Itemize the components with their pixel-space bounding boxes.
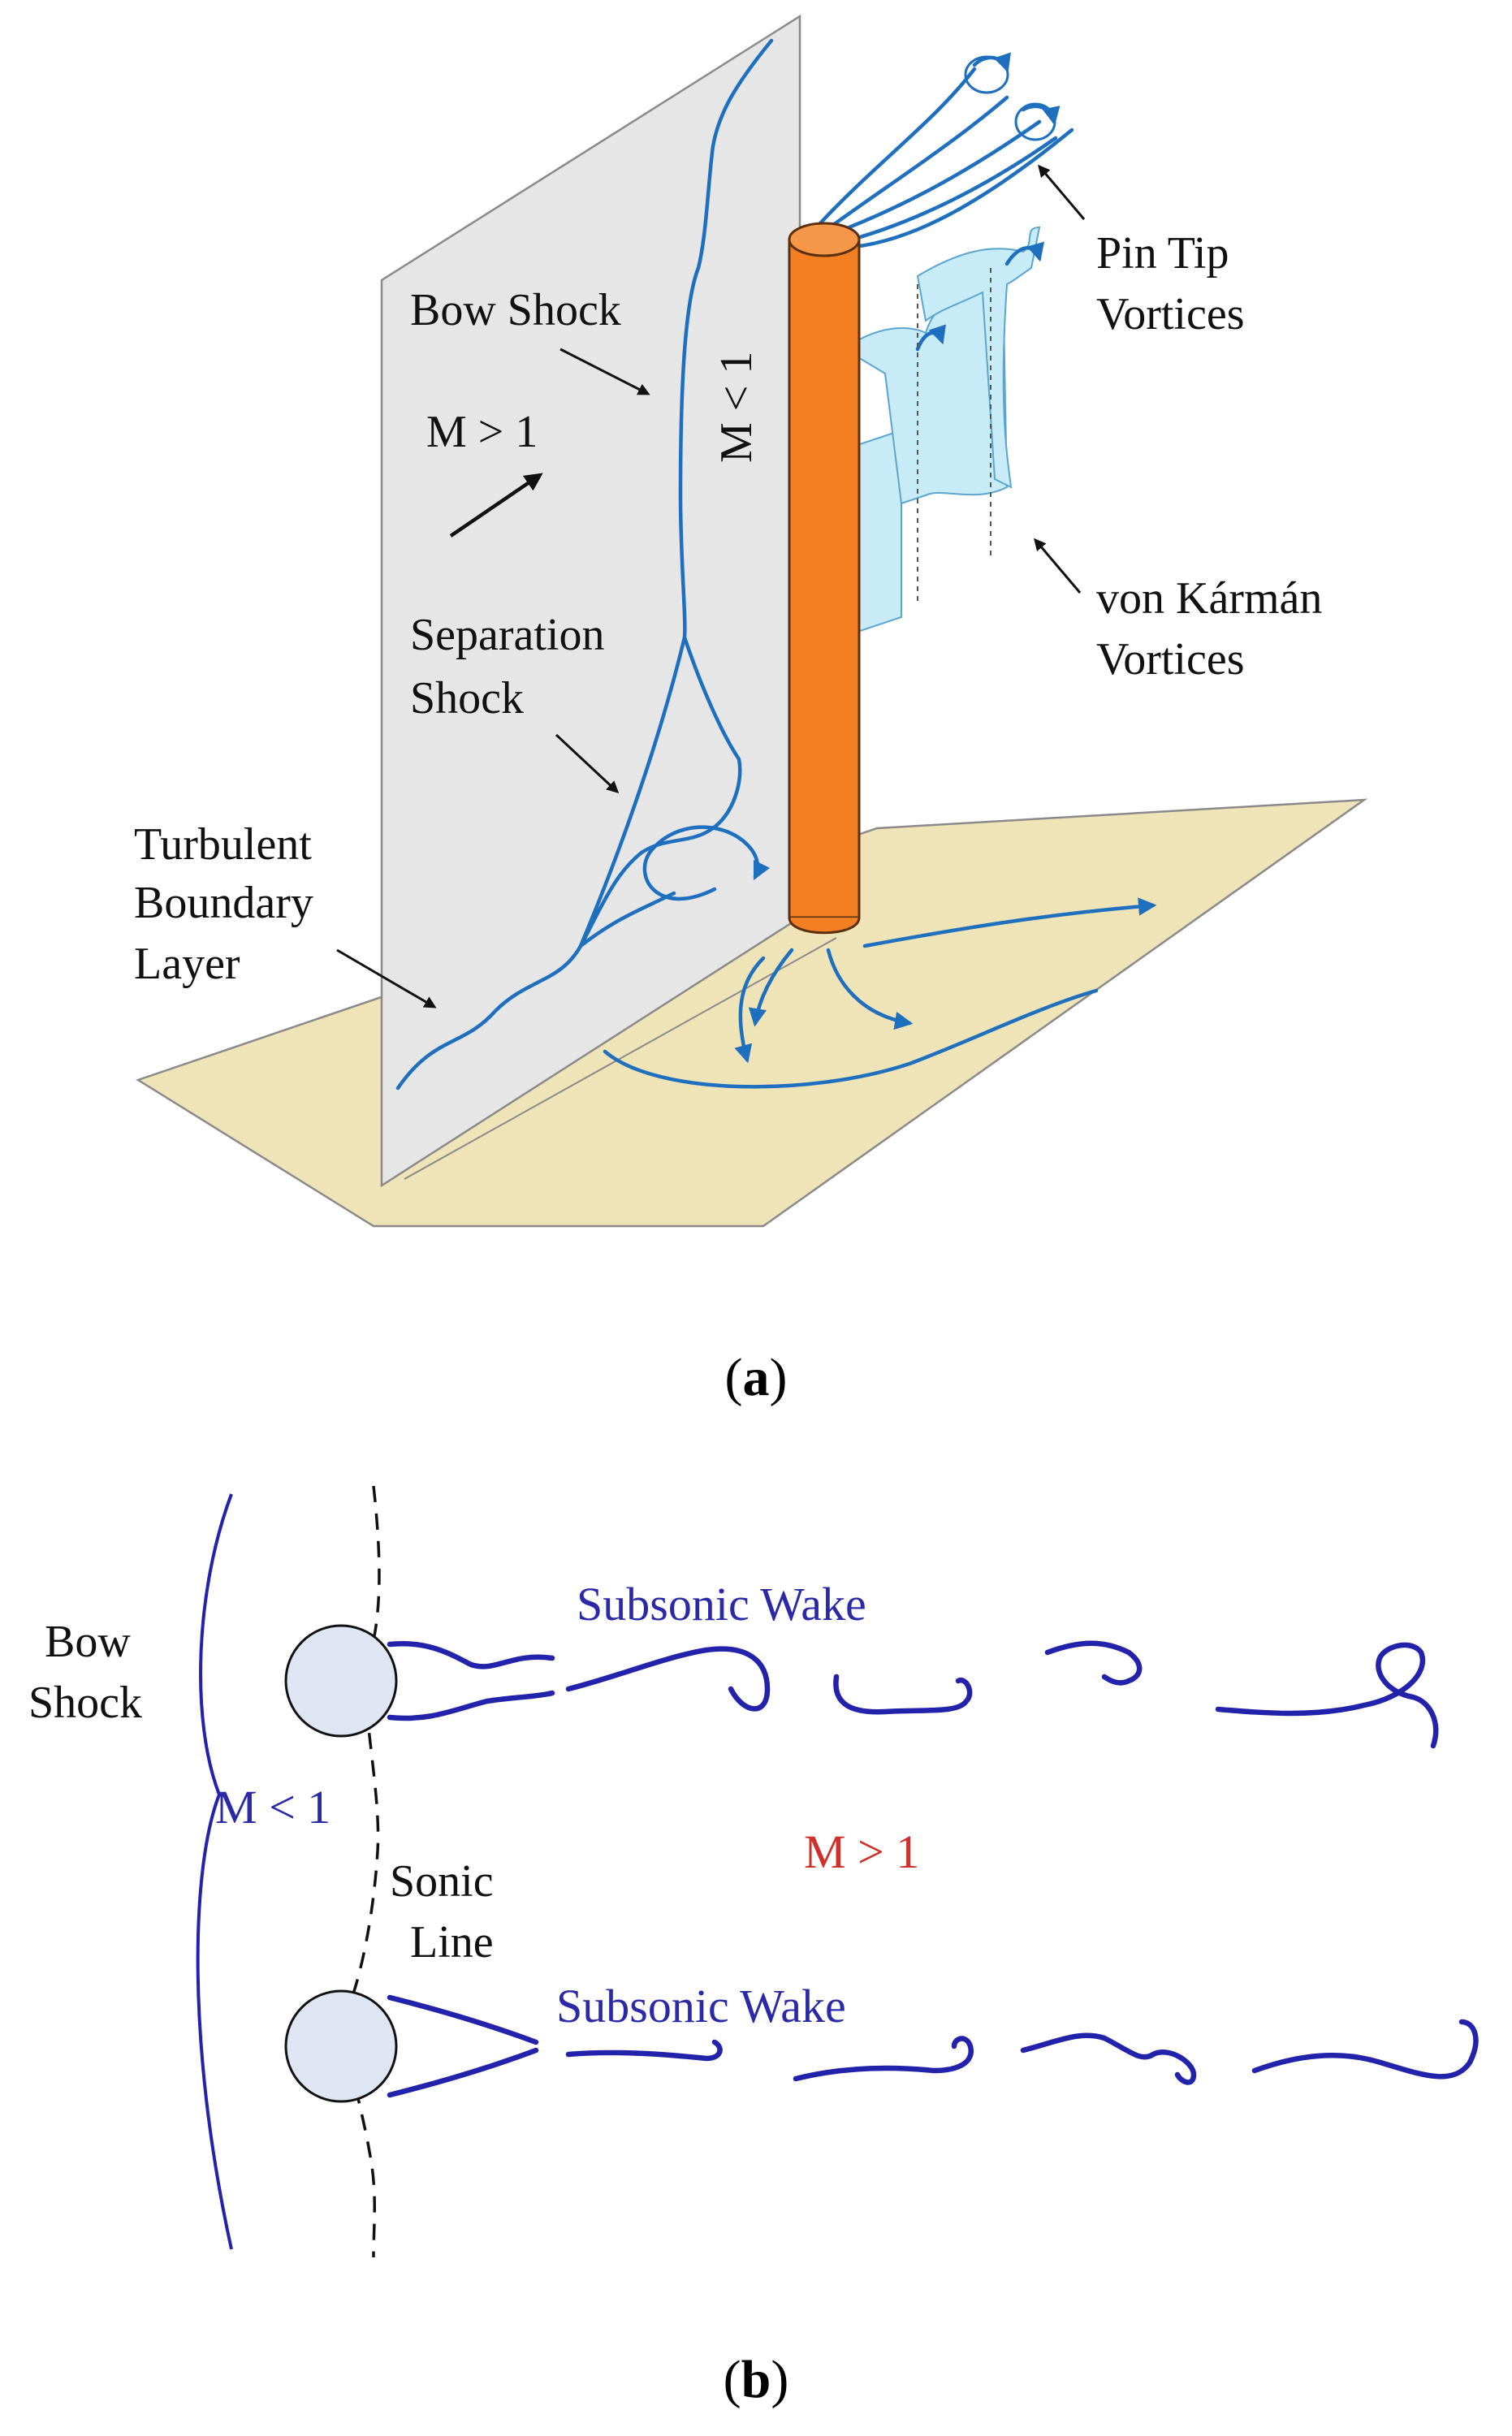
caption-b: (b) <box>724 2350 789 2409</box>
panel-a: Bow Shock M < 1 M > 1 Separation Shock T… <box>134 14 1368 1407</box>
vortex-sheet-top <box>916 226 1041 489</box>
label-pin-tip-2: Vortices <box>1096 289 1245 339</box>
label-mach-sub-a: M < 1 <box>711 352 762 463</box>
vortex-rotation-top <box>1004 241 1045 266</box>
label-bow-shock: Bow Shock <box>410 285 621 335</box>
label-von-karman-2: Vortices <box>1096 634 1245 685</box>
label-mach-super-a: M > 1 <box>426 407 538 457</box>
label-wake-top: Subsonic Wake <box>577 1578 866 1630</box>
wake-bottom <box>387 1994 1479 2098</box>
label-mach-super-b: M > 1 <box>804 1825 919 1878</box>
floor-flow-arrows <box>603 897 1157 1089</box>
label-wake-bottom: Subsonic Wake <box>556 1980 846 2032</box>
bow-shock-line <box>678 38 774 640</box>
label-pin-tip-1: Pin Tip <box>1096 228 1229 279</box>
label-sonic-1: Sonic <box>390 1856 494 1907</box>
sonic-line <box>345 1485 381 2258</box>
cylinder-bottom <box>284 1989 398 2103</box>
label-turbulent-1: Turbulent <box>134 819 312 870</box>
label-turbulent-3: Layer <box>134 939 240 989</box>
caption-a: (a) <box>725 1348 788 1407</box>
label-bow-b-1: Bow <box>45 1617 131 1667</box>
panel-b: Bow Shock M < 1 Sonic Line M > 1 Subsoni… <box>28 1485 1479 2409</box>
pointer-pin-tip <box>1038 164 1086 220</box>
free-stream-arrow <box>449 473 543 538</box>
cylinder-top <box>284 1624 398 1738</box>
label-von-karman-1: von Kármán <box>1096 573 1322 624</box>
label-separation-2: Shock <box>410 673 524 723</box>
pointer-bow-shock <box>559 348 650 395</box>
wake-top <box>387 1640 1439 1749</box>
pin <box>788 222 861 935</box>
pointer-separation <box>555 733 620 794</box>
pointer-turbulent <box>336 948 437 1009</box>
label-turbulent-2: Boundary <box>134 878 313 928</box>
vortex-rotation-mid <box>915 324 946 352</box>
boundary-layer-line <box>395 891 676 1091</box>
label-separation-1: Separation <box>410 610 604 660</box>
label-sonic-2: Line <box>410 1917 494 1967</box>
label-mach-sub-b: M < 1 <box>215 1781 330 1833</box>
pointer-von-karman <box>1034 538 1082 594</box>
floor-seam <box>404 937 837 1180</box>
label-bow-b-2: Shock <box>28 1678 142 1728</box>
separation-vortex <box>642 825 771 901</box>
pin-tip-vortices <box>818 52 1074 250</box>
bow-shock-curve <box>196 1493 233 2250</box>
